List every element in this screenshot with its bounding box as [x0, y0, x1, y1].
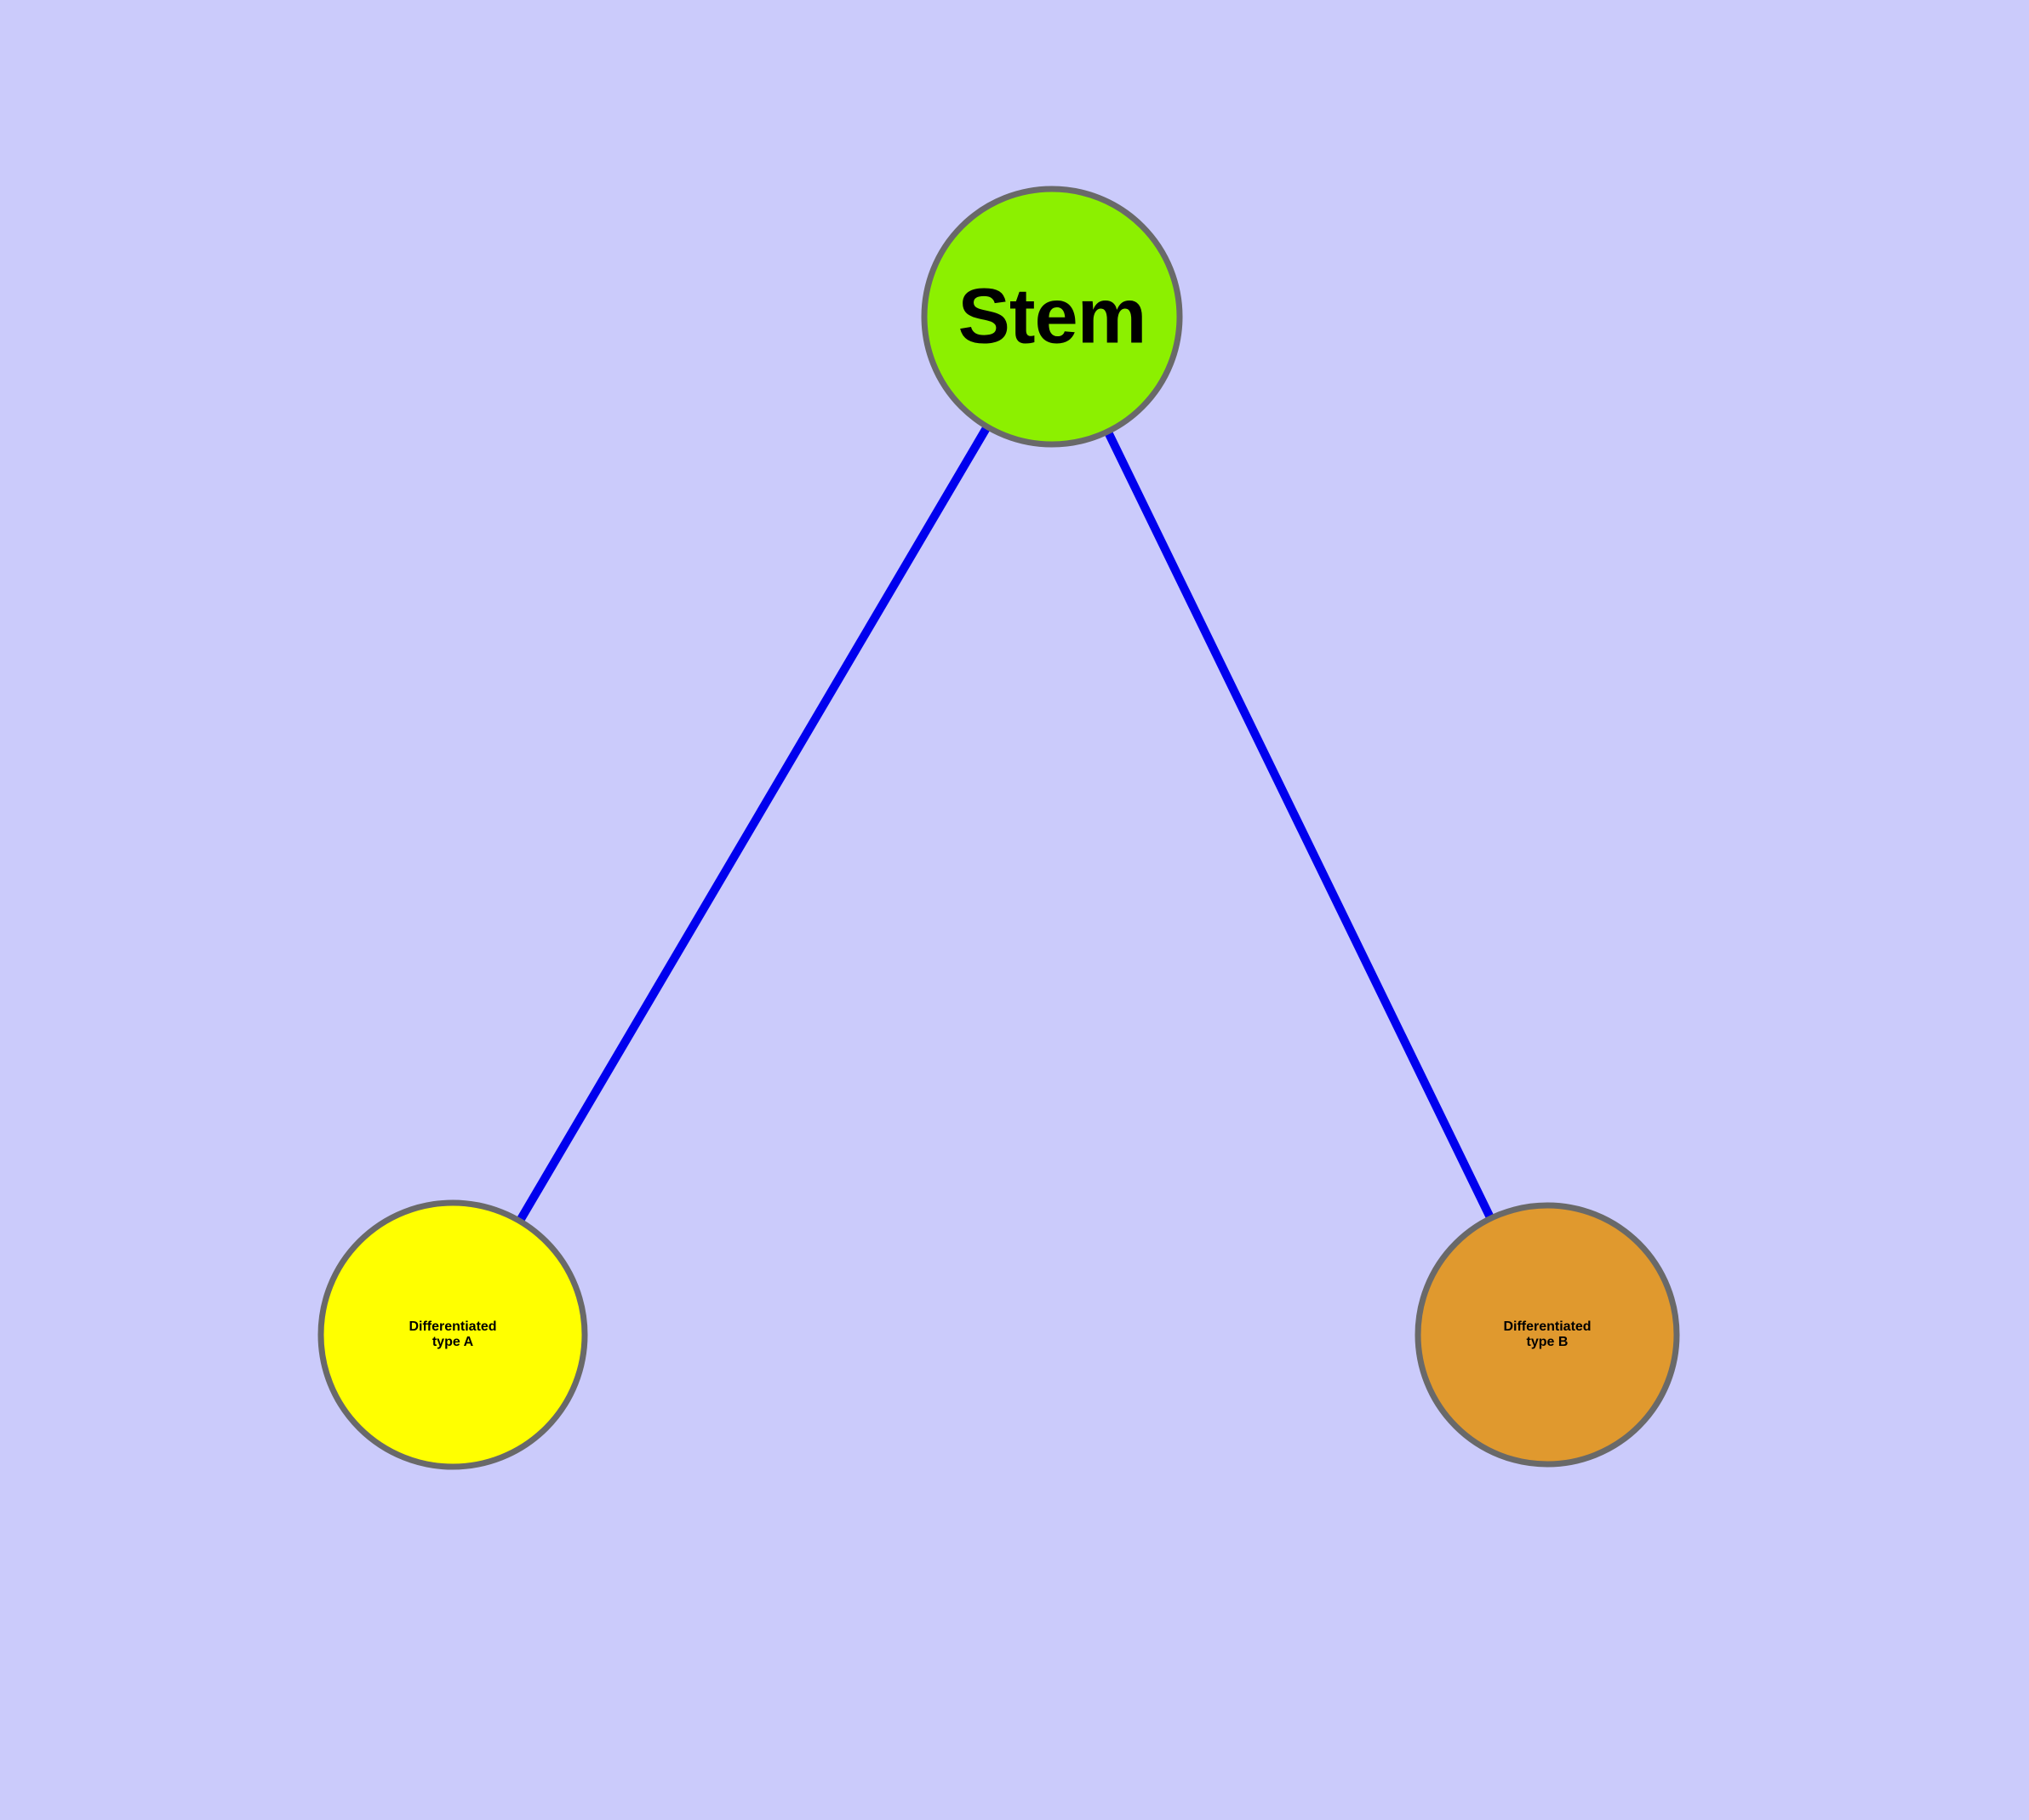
nodes-layer	[317, 186, 1680, 1470]
edge-stem-diff-b[interactable]	[1048, 314, 1552, 1337]
edge-stem-diff-a[interactable]	[449, 314, 1056, 1337]
edges-layer	[449, 314, 1552, 1337]
node-stem[interactable]	[921, 186, 1183, 448]
node-diff-a[interactable]	[317, 1199, 588, 1470]
node-diff-b[interactable]	[1415, 1202, 1680, 1468]
